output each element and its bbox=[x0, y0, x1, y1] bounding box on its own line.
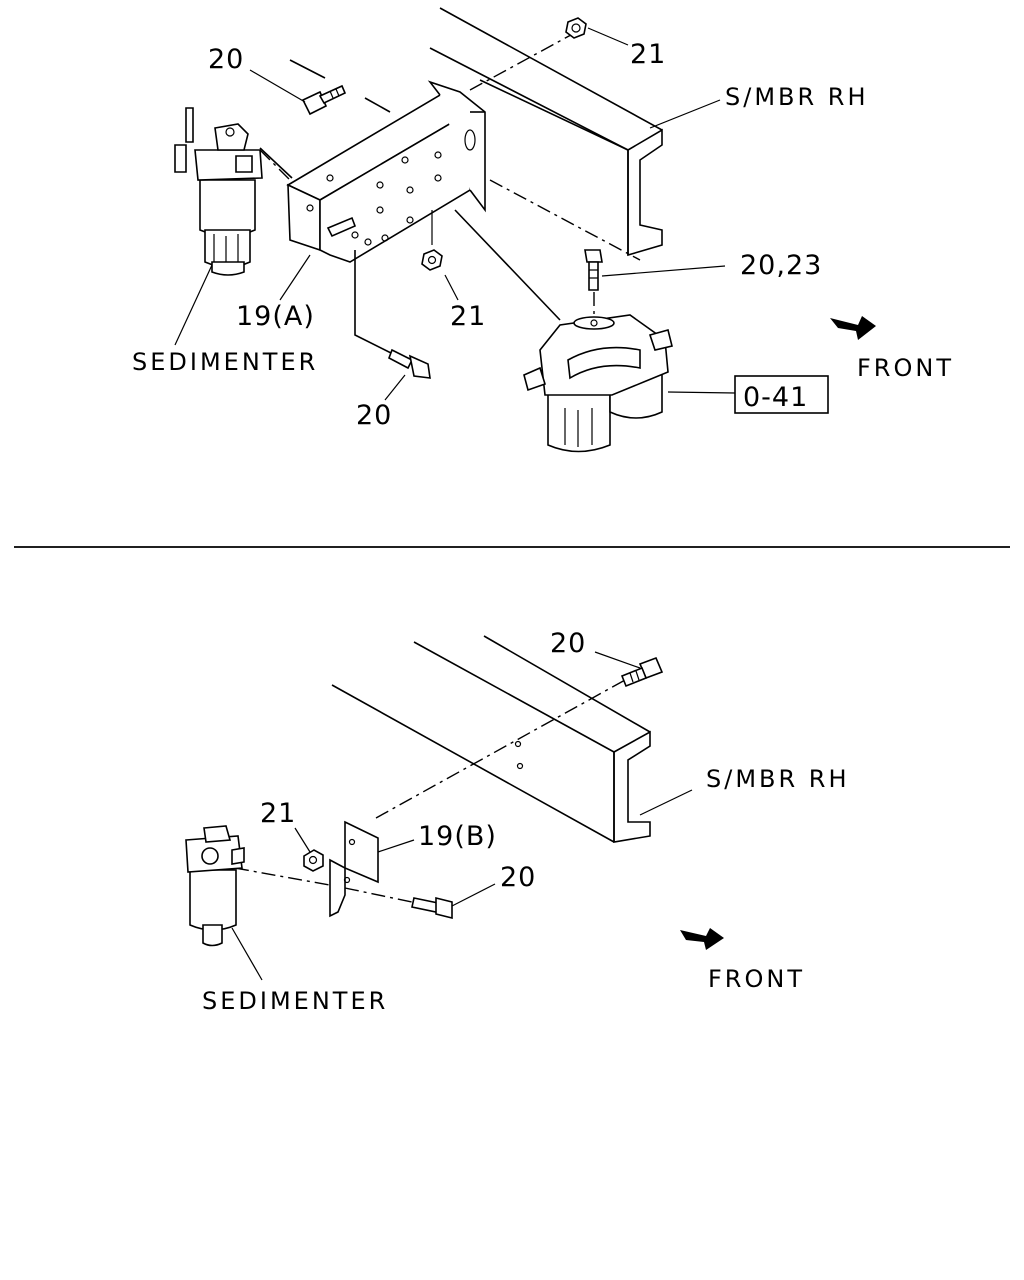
lower-nut bbox=[303, 849, 324, 872]
lower-label-bracket: 19(B) bbox=[418, 821, 497, 852]
upper-label-nut-top: 21 bbox=[630, 39, 666, 70]
lower-bracket-19b bbox=[329, 820, 379, 918]
lower-label-sedimenter: SEDIMENTER bbox=[202, 987, 388, 1015]
upper-leaders bbox=[174, 27, 736, 401]
upper-panel: 20 21 S/MBR RH 19(A) 21 20,23 SEDIMENTER… bbox=[132, 7, 954, 453]
upper-bracket-19a bbox=[286, 80, 486, 263]
lower-sedimenter bbox=[185, 825, 245, 947]
upper-label-bolt-top: 20 bbox=[208, 44, 244, 75]
lower-label-nut: 21 bbox=[260, 798, 296, 829]
lower-label-frame: S/MBR RH bbox=[706, 765, 850, 793]
upper-label-bolt-bottom: 20 bbox=[356, 400, 392, 431]
lower-label-bolt: 20 bbox=[500, 862, 536, 893]
arrow-front-icon bbox=[830, 316, 876, 340]
lower-label-bolt-top: 20 bbox=[550, 628, 586, 659]
upper-sedimenter bbox=[174, 107, 293, 276]
lower-panel: 20 S/MBR RH 21 19(B) 20 FRONT SEDIMENTER bbox=[185, 628, 850, 1015]
upper-label-bolt-filter: 20,23 bbox=[740, 250, 822, 281]
upper-ref-box bbox=[734, 375, 829, 414]
lower-bolt bbox=[411, 896, 453, 920]
lower-leaders bbox=[231, 651, 693, 981]
upper-bolt-top bbox=[301, 84, 347, 116]
upper-label-front: FRONT bbox=[857, 354, 954, 382]
upper-nut-top bbox=[565, 17, 587, 39]
lower-frame-member bbox=[331, 635, 651, 843]
lower-label-front: FRONT bbox=[708, 965, 805, 993]
arrow-front-icon bbox=[680, 928, 724, 950]
upper-frame-member bbox=[429, 7, 663, 261]
upper-label-frame: S/MBR RH bbox=[725, 83, 869, 111]
upper-label-nut-mid: 21 bbox=[450, 301, 486, 332]
upper-label-ref-box: 0-41 bbox=[743, 382, 808, 413]
upper-bolt-bottom bbox=[354, 250, 431, 379]
lower-bolt-top bbox=[620, 656, 664, 688]
upper-label-bracket: 19(A) bbox=[236, 301, 315, 332]
upper-label-sedimenter: SEDIMENTER bbox=[132, 348, 318, 376]
upper-fuel-filter bbox=[454, 209, 673, 453]
upper-bolt-filter bbox=[584, 249, 603, 318]
upper-nut-mid bbox=[421, 210, 443, 271]
